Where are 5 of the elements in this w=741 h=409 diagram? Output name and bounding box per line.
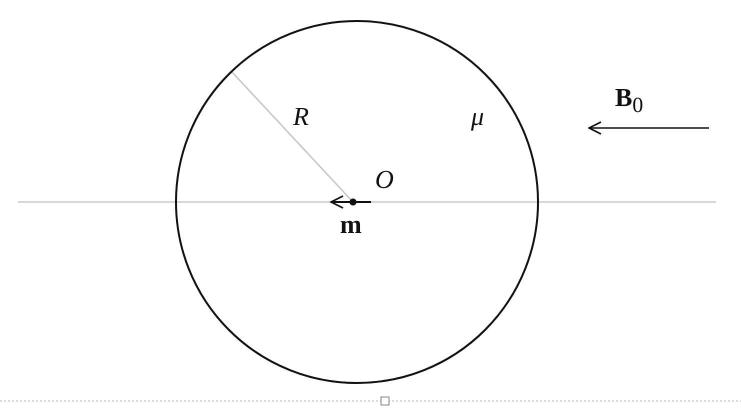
- field-label: B$_{0}$: [615, 85, 644, 117]
- radius-label: R: [293, 104, 309, 130]
- origin-label: O: [375, 167, 394, 193]
- permeability-label: μ: [471, 104, 484, 130]
- dipole-label: m: [340, 212, 362, 238]
